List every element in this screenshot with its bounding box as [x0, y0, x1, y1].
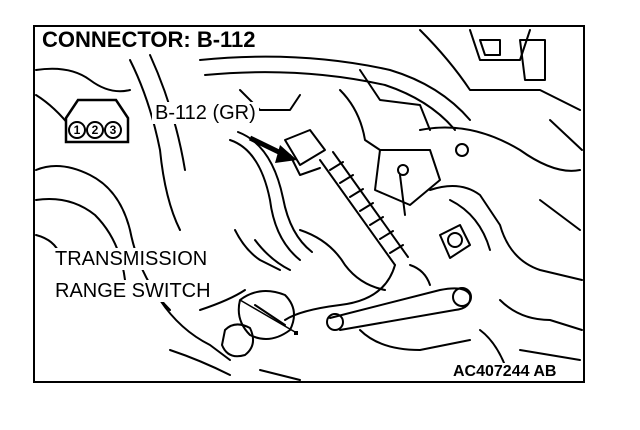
pin-3-circle [104, 121, 122, 139]
figure-frame [33, 25, 585, 383]
pointer-arrow [248, 135, 297, 163]
component-label-line1: TRANSMISSION [52, 248, 211, 270]
pin-number-2: 2 [91, 123, 99, 137]
component-label-line2: RANGE SWITCH [52, 280, 214, 302]
pin-number-1: 1 [73, 123, 81, 137]
connector-id-label: B-112 (GR) [152, 102, 259, 124]
figure-code: AC407244 AB [451, 363, 559, 381]
leader-line [239, 299, 298, 335]
pin-1-circle [68, 121, 86, 139]
connector-face-diagram [64, 98, 130, 144]
pin-number-3: 3 [109, 123, 117, 137]
engine-line-art [35, 29, 583, 381]
figure-title: CONNECTOR: B-112 [39, 28, 259, 54]
pin-2-circle [86, 121, 104, 139]
